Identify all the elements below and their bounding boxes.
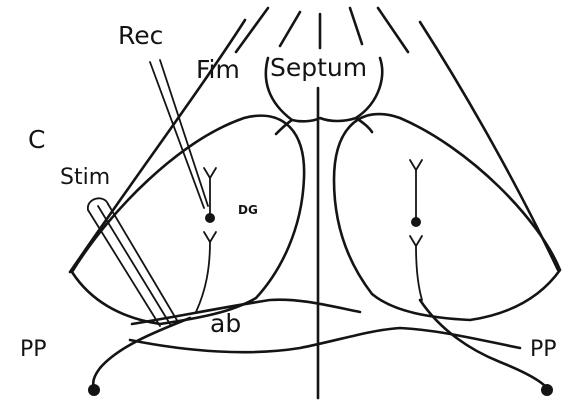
label-fim: Fim [196, 55, 240, 84]
right-perforant-path [420, 300, 547, 388]
stimulating-electrode [88, 198, 178, 326]
label-pp-left: PP [20, 337, 47, 362]
right-lobe-top-curve [356, 118, 372, 132]
label-rec: Rec [118, 21, 163, 50]
label-dg: DG [238, 203, 258, 217]
left-perforant-path [93, 318, 190, 388]
right-pp-terminal [541, 384, 553, 396]
fimbria-strokes [236, 8, 408, 52]
left-pp-terminal [88, 384, 100, 396]
label-stim: Stim [60, 165, 110, 190]
label-panel: C [28, 125, 45, 154]
label-ab: ab [210, 309, 241, 338]
left-granule-cell [196, 168, 216, 312]
label-pp-right: PP [530, 337, 557, 362]
alveus-band-lower [130, 328, 520, 352]
label-septum: Septum [270, 53, 367, 82]
right-granule-cell [410, 160, 422, 300]
right-hippocampus-outline [334, 114, 560, 320]
